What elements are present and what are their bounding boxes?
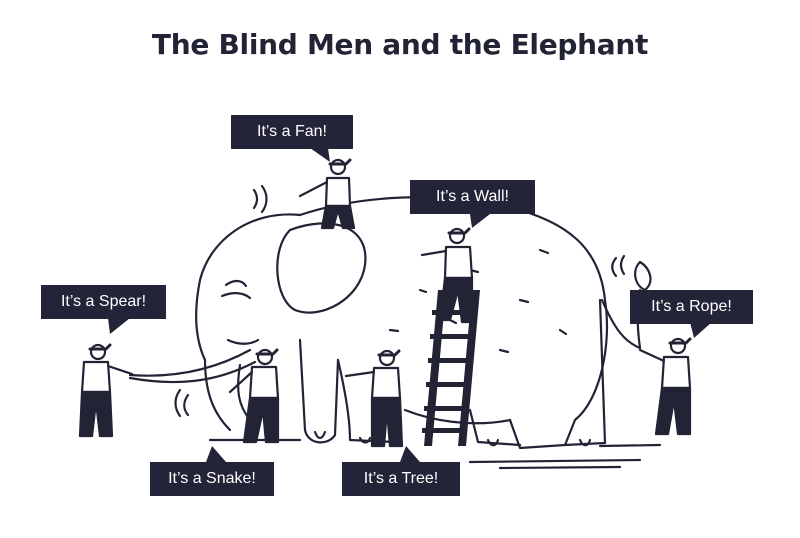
speech-bubble-spear: It’s a Spear! bbox=[41, 285, 166, 319]
blind-man-fan bbox=[298, 158, 356, 230]
blind-man-spear bbox=[78, 343, 134, 438]
motion-lines bbox=[174, 184, 626, 418]
speech-bubble-fan: It’s a Fan! bbox=[231, 115, 353, 149]
blind-man-snake bbox=[228, 348, 280, 444]
speech-bubble-rope: It’s a Rope! bbox=[630, 290, 753, 324]
speech-bubble-snake: It’s a Snake! bbox=[150, 462, 274, 496]
blind-man-rope bbox=[638, 337, 692, 436]
speech-bubble-tree: It’s a Tree! bbox=[342, 462, 460, 496]
speech-bubble-wall: It’s a Wall! bbox=[410, 180, 535, 214]
bubble-tails bbox=[108, 148, 712, 462]
blind-man-wall bbox=[420, 227, 474, 324]
blind-man-tree bbox=[344, 349, 404, 448]
page-title: The Blind Men and the Elephant bbox=[151, 28, 649, 61]
